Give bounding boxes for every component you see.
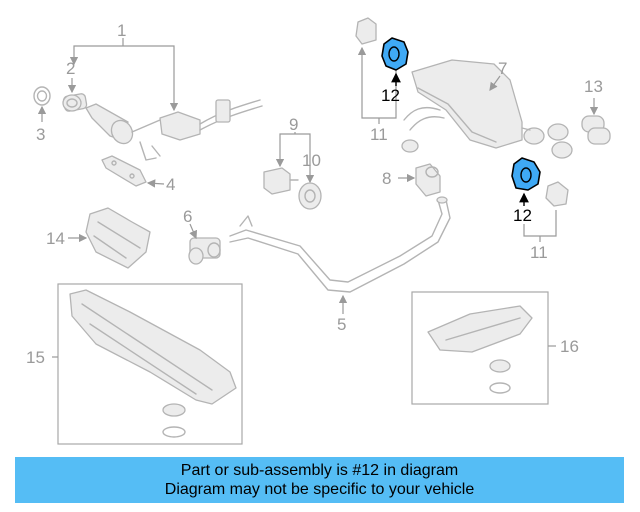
rubber-mount-part-10: 10 [298, 151, 322, 210]
heat-shield-part-14: 14 [46, 207, 151, 269]
callout-12-lower: 12 [513, 206, 532, 225]
callout-7: 7 [498, 59, 507, 78]
callout-12-upper: 12 [381, 86, 400, 105]
bracket-part-4: 4 [101, 155, 175, 194]
callout-5: 5 [337, 315, 346, 334]
tailpipe-tips-part-13: 13 [581, 77, 611, 145]
banner-line-2: Diagram may not be specific to your vehi… [164, 481, 475, 498]
info-banner: Part or sub-assembly is #12 in diagram D… [15, 457, 624, 503]
rubber-mount-part-12-lower[interactable]: 12 [511, 157, 541, 225]
callout-9-group: 9 [275, 115, 315, 184]
callout-11-lower: 11 [530, 243, 548, 262]
front-pipe-catalytic-converter [62, 93, 263, 161]
rubber-mount-part-12-upper[interactable]: 12 [381, 37, 409, 105]
callout-11-upper: 11 [370, 125, 388, 144]
callout-15: 15 [26, 348, 45, 367]
callout-13: 13 [584, 77, 603, 96]
hanger-part-11-upper: 11 [355, 17, 397, 144]
callout-16: 16 [560, 337, 579, 356]
callout-1-group: 1 [69, 21, 179, 112]
callout-10: 10 [302, 151, 321, 170]
heat-shield-part-15-group: 15 [26, 283, 243, 445]
heat-shield-part-16-group: 16 [411, 291, 579, 405]
callout-2: 2 [66, 59, 75, 78]
callout-4: 4 [166, 175, 175, 194]
intermediate-pipe-part-5: 5 [229, 196, 451, 334]
gasket-part-3: 3 [33, 86, 51, 144]
hanger-bracket-part-9 [263, 167, 299, 195]
rear-muffler-part-7: 7 [401, 59, 573, 159]
callout-3: 3 [36, 125, 45, 144]
clamp-part-2: 2 [62, 59, 82, 112]
hanger-part-11-lower: 11 [523, 181, 569, 262]
banner-line-1: Part or sub-assembly is #12 in diagram [180, 462, 459, 479]
exhaust-system-diagram: 1 2 3 4 9 [26, 17, 611, 445]
callout-9: 9 [289, 115, 298, 134]
callout-14: 14 [46, 229, 65, 248]
callout-6: 6 [183, 207, 192, 226]
callout-8: 8 [382, 169, 391, 188]
clamp-part-6: 6 [183, 207, 221, 265]
clamp-part-8: 8 [382, 163, 441, 197]
callout-1: 1 [117, 21, 126, 40]
